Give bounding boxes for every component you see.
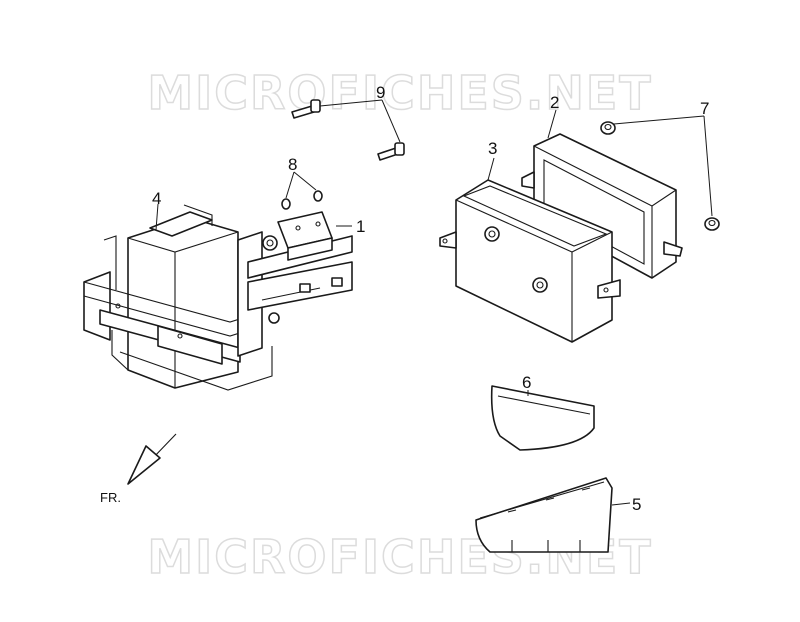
- part-3-battery: [439, 179, 621, 343]
- watermark-top: MICROFICHES.NET: [147, 65, 653, 121]
- part-9-bolts: [291, 99, 405, 161]
- part-1-rubber-pad: [277, 211, 333, 261]
- leader-lines: [155, 99, 713, 506]
- callout-3: 3: [488, 139, 497, 158]
- callout-7: 7: [700, 99, 709, 118]
- callout-5: 5: [632, 495, 641, 514]
- callout-2: 2: [550, 93, 559, 112]
- callout-1: 1: [356, 217, 365, 236]
- callout-8: 8: [288, 155, 297, 174]
- callout-4: 4: [152, 189, 161, 208]
- direction-label-fr: FR.: [100, 490, 121, 505]
- part-5-rubber-mat: [475, 477, 613, 553]
- part-7-nuts: [600, 121, 720, 231]
- front-direction-arrow: [127, 433, 177, 485]
- callout-6: 6: [522, 373, 531, 392]
- callout-9: 9: [376, 83, 385, 102]
- part-8-bumpers: [281, 190, 323, 210]
- part-4-battery-bracket: [83, 204, 353, 391]
- part-6-protector: [490, 385, 595, 451]
